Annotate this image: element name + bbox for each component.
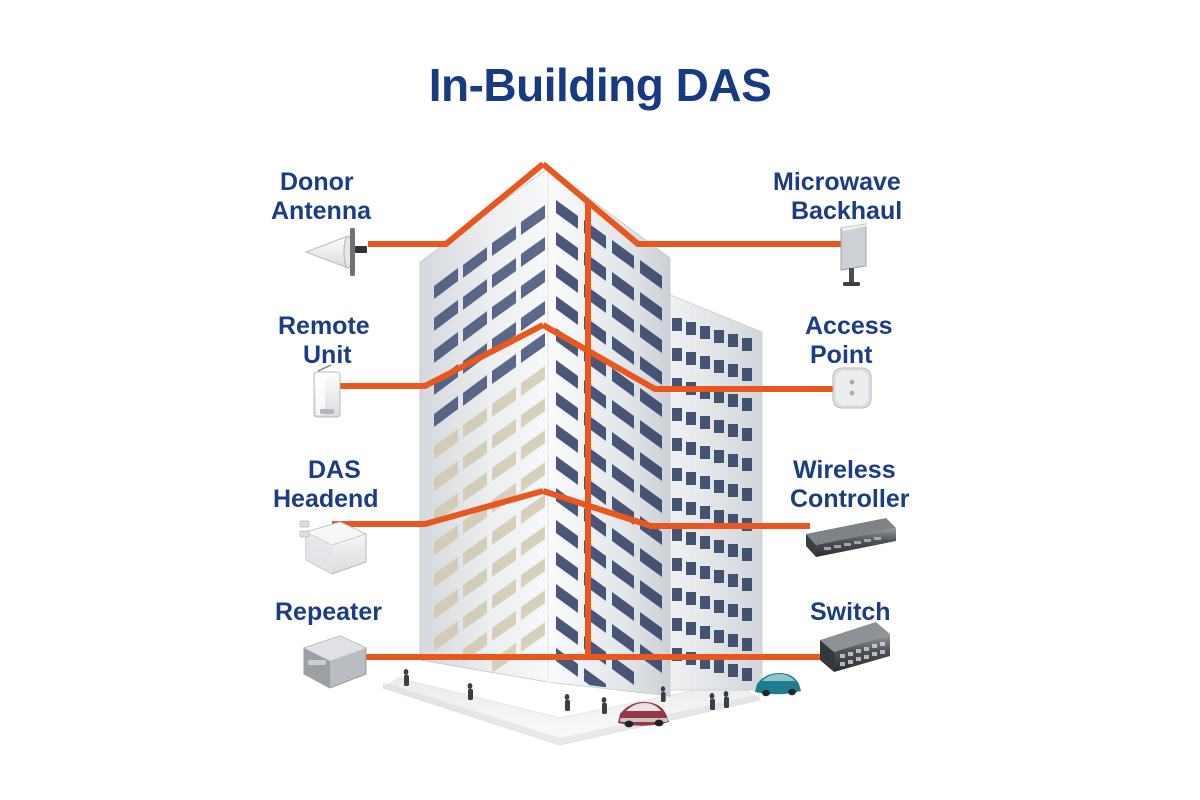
access-point-label-line1: Access (805, 312, 893, 340)
repeater-box-icon (303, 635, 367, 689)
node-label-access-point: Access Point (805, 312, 893, 369)
link-remote-unit (340, 322, 545, 389)
node-label-remote-unit: Remote Unit (278, 312, 370, 369)
link-wireless-controller (542, 488, 810, 529)
node-label-switch: Switch (810, 598, 891, 626)
das-headend-label-line1: DAS (308, 456, 361, 484)
link-access-point (541, 322, 833, 392)
remote-unit-label-line1: Remote (278, 312, 370, 340)
headend-chassis-icon (299, 520, 368, 575)
remote-unit-label-line2: Unit (303, 341, 352, 369)
pedestrian (601, 697, 607, 714)
pedestrian (723, 691, 729, 708)
access-point-icon (832, 367, 872, 409)
red-car (618, 702, 669, 728)
link-donor-antenna (368, 161, 545, 247)
pedestrian (709, 693, 715, 710)
microwave-backhaul-label-line1: Microwave (773, 168, 901, 196)
microwave-backhaul-label-line2: Backhaul (791, 197, 902, 225)
node-label-das-headend: DAS Headend (273, 456, 379, 513)
access-point-label-line2: Point (810, 341, 873, 369)
repeater-label-line1: Repeater (275, 598, 382, 626)
remote-unit-box-icon (313, 364, 341, 418)
pedestrian (403, 669, 409, 686)
node-label-wireless-controller: Wireless Controller (790, 456, 910, 513)
link-microwave-backhaul (541, 161, 845, 247)
panel-antenna-icon (840, 223, 868, 286)
pedestrian (467, 683, 473, 700)
node-label-repeater: Repeater (275, 598, 382, 626)
horn-antenna-icon (304, 228, 367, 276)
donor-antenna-label-line2: Antenna (271, 197, 372, 225)
link-network (332, 161, 845, 660)
high-rise-building (419, 167, 671, 697)
das-headend-label-line2: Headend (273, 485, 379, 513)
rack-appliance-icon (806, 518, 896, 557)
page-title: In-Building DAS (428, 59, 772, 111)
pedestrian (660, 686, 666, 702)
link-das-headend (332, 488, 544, 527)
wireless-controller-label-line1: Wireless (793, 456, 896, 484)
donor-antenna-label-line1: Donor (280, 168, 354, 196)
node-label-donor-antenna: Donor Antenna (271, 168, 372, 225)
street-scene (403, 669, 801, 728)
pedestrian (564, 694, 570, 711)
node-label-microwave-backhaul: Microwave Backhaul (773, 168, 902, 225)
wireless-controller-label-line2: Controller (790, 485, 910, 513)
switch-label-line1: Switch (810, 598, 891, 626)
network-switch-icon (820, 622, 890, 672)
teal-car (755, 673, 801, 697)
